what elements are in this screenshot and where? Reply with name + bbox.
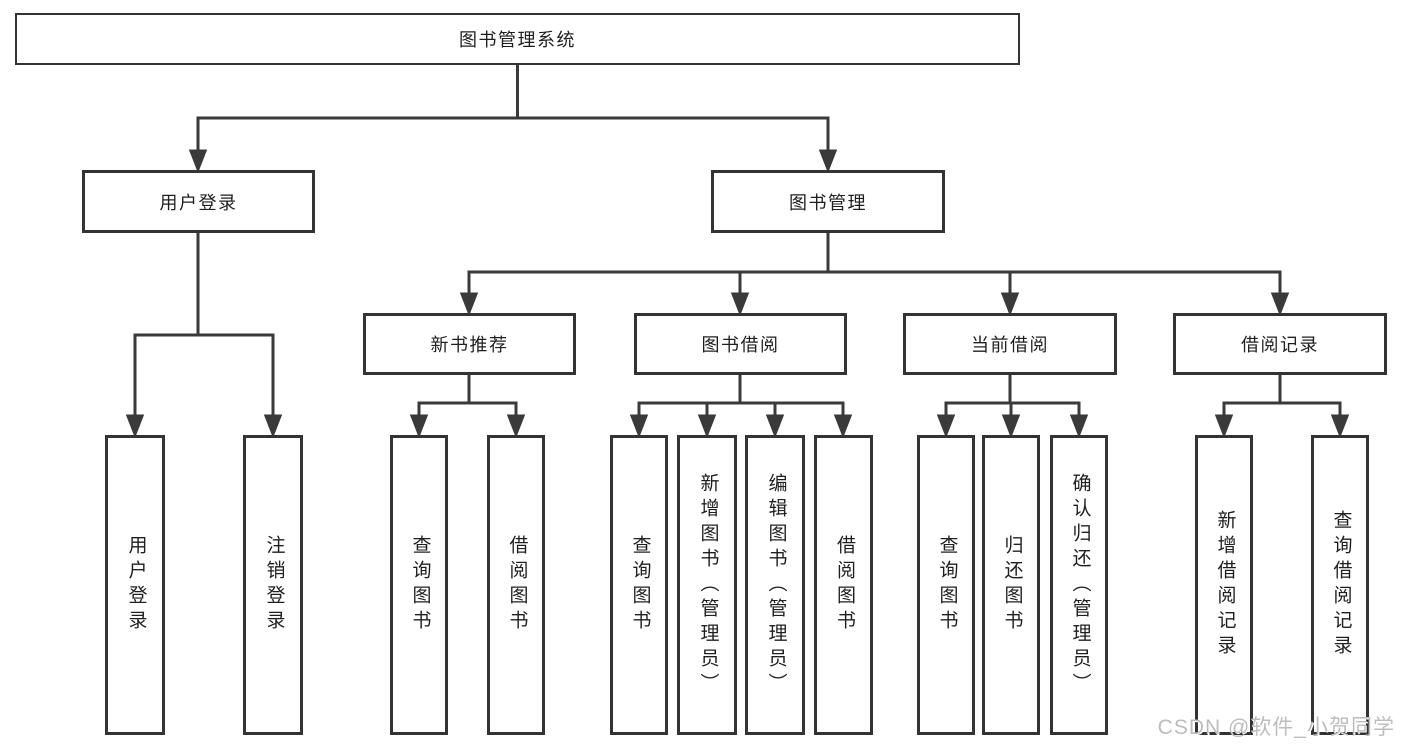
arrowhead-book-borrow [730, 292, 750, 317]
leaf-add-borrow-record-label: 新增借阅记录 [1214, 510, 1236, 660]
leaf-borrow-books-recommend: 借阅图书 [487, 435, 545, 735]
connector-new-rec-branch [409, 375, 526, 439]
node-book-borrow: 图书借阅 [634, 313, 847, 375]
leaf-return-books-label: 归还图书 [1001, 535, 1023, 635]
connector-book-mgmt-to-level3 [459, 233, 1290, 317]
leaf-confirm-return-admin: 确认归还（管理员） [1050, 435, 1108, 735]
leaf-query-borrow-record-label: 查询借阅记录 [1330, 510, 1352, 660]
node-root-label: 图书管理系统 [459, 30, 576, 50]
node-new-book-recommend: 新书推荐 [363, 313, 576, 375]
csdn-watermark: CSDN @软件_小贺同学 [1157, 716, 1395, 739]
arrowhead-c2 [697, 414, 717, 439]
node-current-borrow: 当前借阅 [903, 313, 1117, 375]
arrowhead-book-mgmt [818, 149, 838, 174]
arrowhead-b2 [506, 414, 526, 439]
leaf-user-login: 用户登录 [105, 435, 165, 735]
arrowhead-leaf-logout [263, 414, 283, 439]
node-borrow-records-label: 借阅记录 [1241, 335, 1319, 355]
connector-user-login-branch [125, 233, 283, 439]
arrowhead-current-borrow [1000, 292, 1020, 317]
arrowhead-borrow-records [1270, 292, 1290, 317]
connector-root-to-level2 [188, 65, 838, 174]
node-borrow-records: 借阅记录 [1173, 313, 1387, 375]
arrowhead-c4 [833, 414, 853, 439]
arrowhead-d2 [1001, 414, 1021, 439]
arrowhead-new-rec [459, 292, 479, 317]
node-user-login-label: 用户登录 [159, 192, 238, 213]
arrowhead-user-login [188, 149, 208, 174]
node-new-book-recommend-label: 新书推荐 [430, 335, 509, 355]
arrowhead-b1 [409, 414, 429, 439]
leaf-edit-books-admin-label: 编辑图书（管理员） [765, 472, 787, 698]
leaf-return-books: 归还图书 [982, 435, 1040, 735]
leaf-borrow-books-label: 借阅图书 [833, 535, 855, 635]
leaf-edit-books-admin: 编辑图书（管理员） [745, 435, 805, 735]
node-current-borrow-label: 当前借阅 [971, 335, 1049, 355]
leaf-add-books-admin-label: 新增图书（管理员） [697, 472, 719, 698]
connector-current-borrow-branch [936, 375, 1089, 439]
arrowhead-c1 [629, 414, 649, 439]
leaf-borrow-books-label: 借阅图书 [506, 535, 528, 635]
connector-borrow-records-branch [1214, 375, 1350, 439]
leaf-logout: 注销登录 [243, 435, 303, 735]
node-root-system: 图书管理系统 [15, 13, 1020, 65]
leaf-query-books-borrow: 查询图书 [610, 435, 668, 735]
arrowhead-e1 [1214, 414, 1234, 439]
leaf-user-login-label: 用户登录 [125, 535, 147, 635]
leaf-query-borrow-record: 查询借阅记录 [1311, 435, 1369, 735]
connector-book-borrow-branch [629, 375, 853, 439]
leaf-query-books-recommend: 查询图书 [390, 435, 448, 735]
leaf-add-borrow-record: 新增借阅记录 [1195, 435, 1253, 735]
arrowhead-d3 [1069, 414, 1089, 439]
leaf-borrow-books: 借阅图书 [814, 435, 873, 735]
leaf-logout-label: 注销登录 [263, 535, 285, 635]
node-user-login: 用户登录 [82, 170, 315, 233]
node-book-management-label: 图书管理 [789, 192, 867, 213]
arrowhead-e2 [1330, 414, 1350, 439]
leaf-query-books-label: 查询图书 [936, 535, 958, 635]
leaf-query-books-current: 查询图书 [917, 435, 975, 735]
node-book-borrow-label: 图书借阅 [701, 335, 780, 355]
leaf-confirm-return-admin-label: 确认归还（管理员） [1069, 472, 1091, 698]
arrowhead-d1 [936, 414, 956, 439]
leaf-query-books-label: 查询图书 [629, 535, 651, 635]
leaf-add-books-admin: 新增图书（管理员） [677, 435, 737, 735]
arrowhead-leaf-login [125, 414, 145, 439]
arrowhead-c3 [765, 414, 785, 439]
node-book-management: 图书管理 [711, 170, 945, 233]
leaf-query-books-label: 查询图书 [409, 535, 431, 635]
